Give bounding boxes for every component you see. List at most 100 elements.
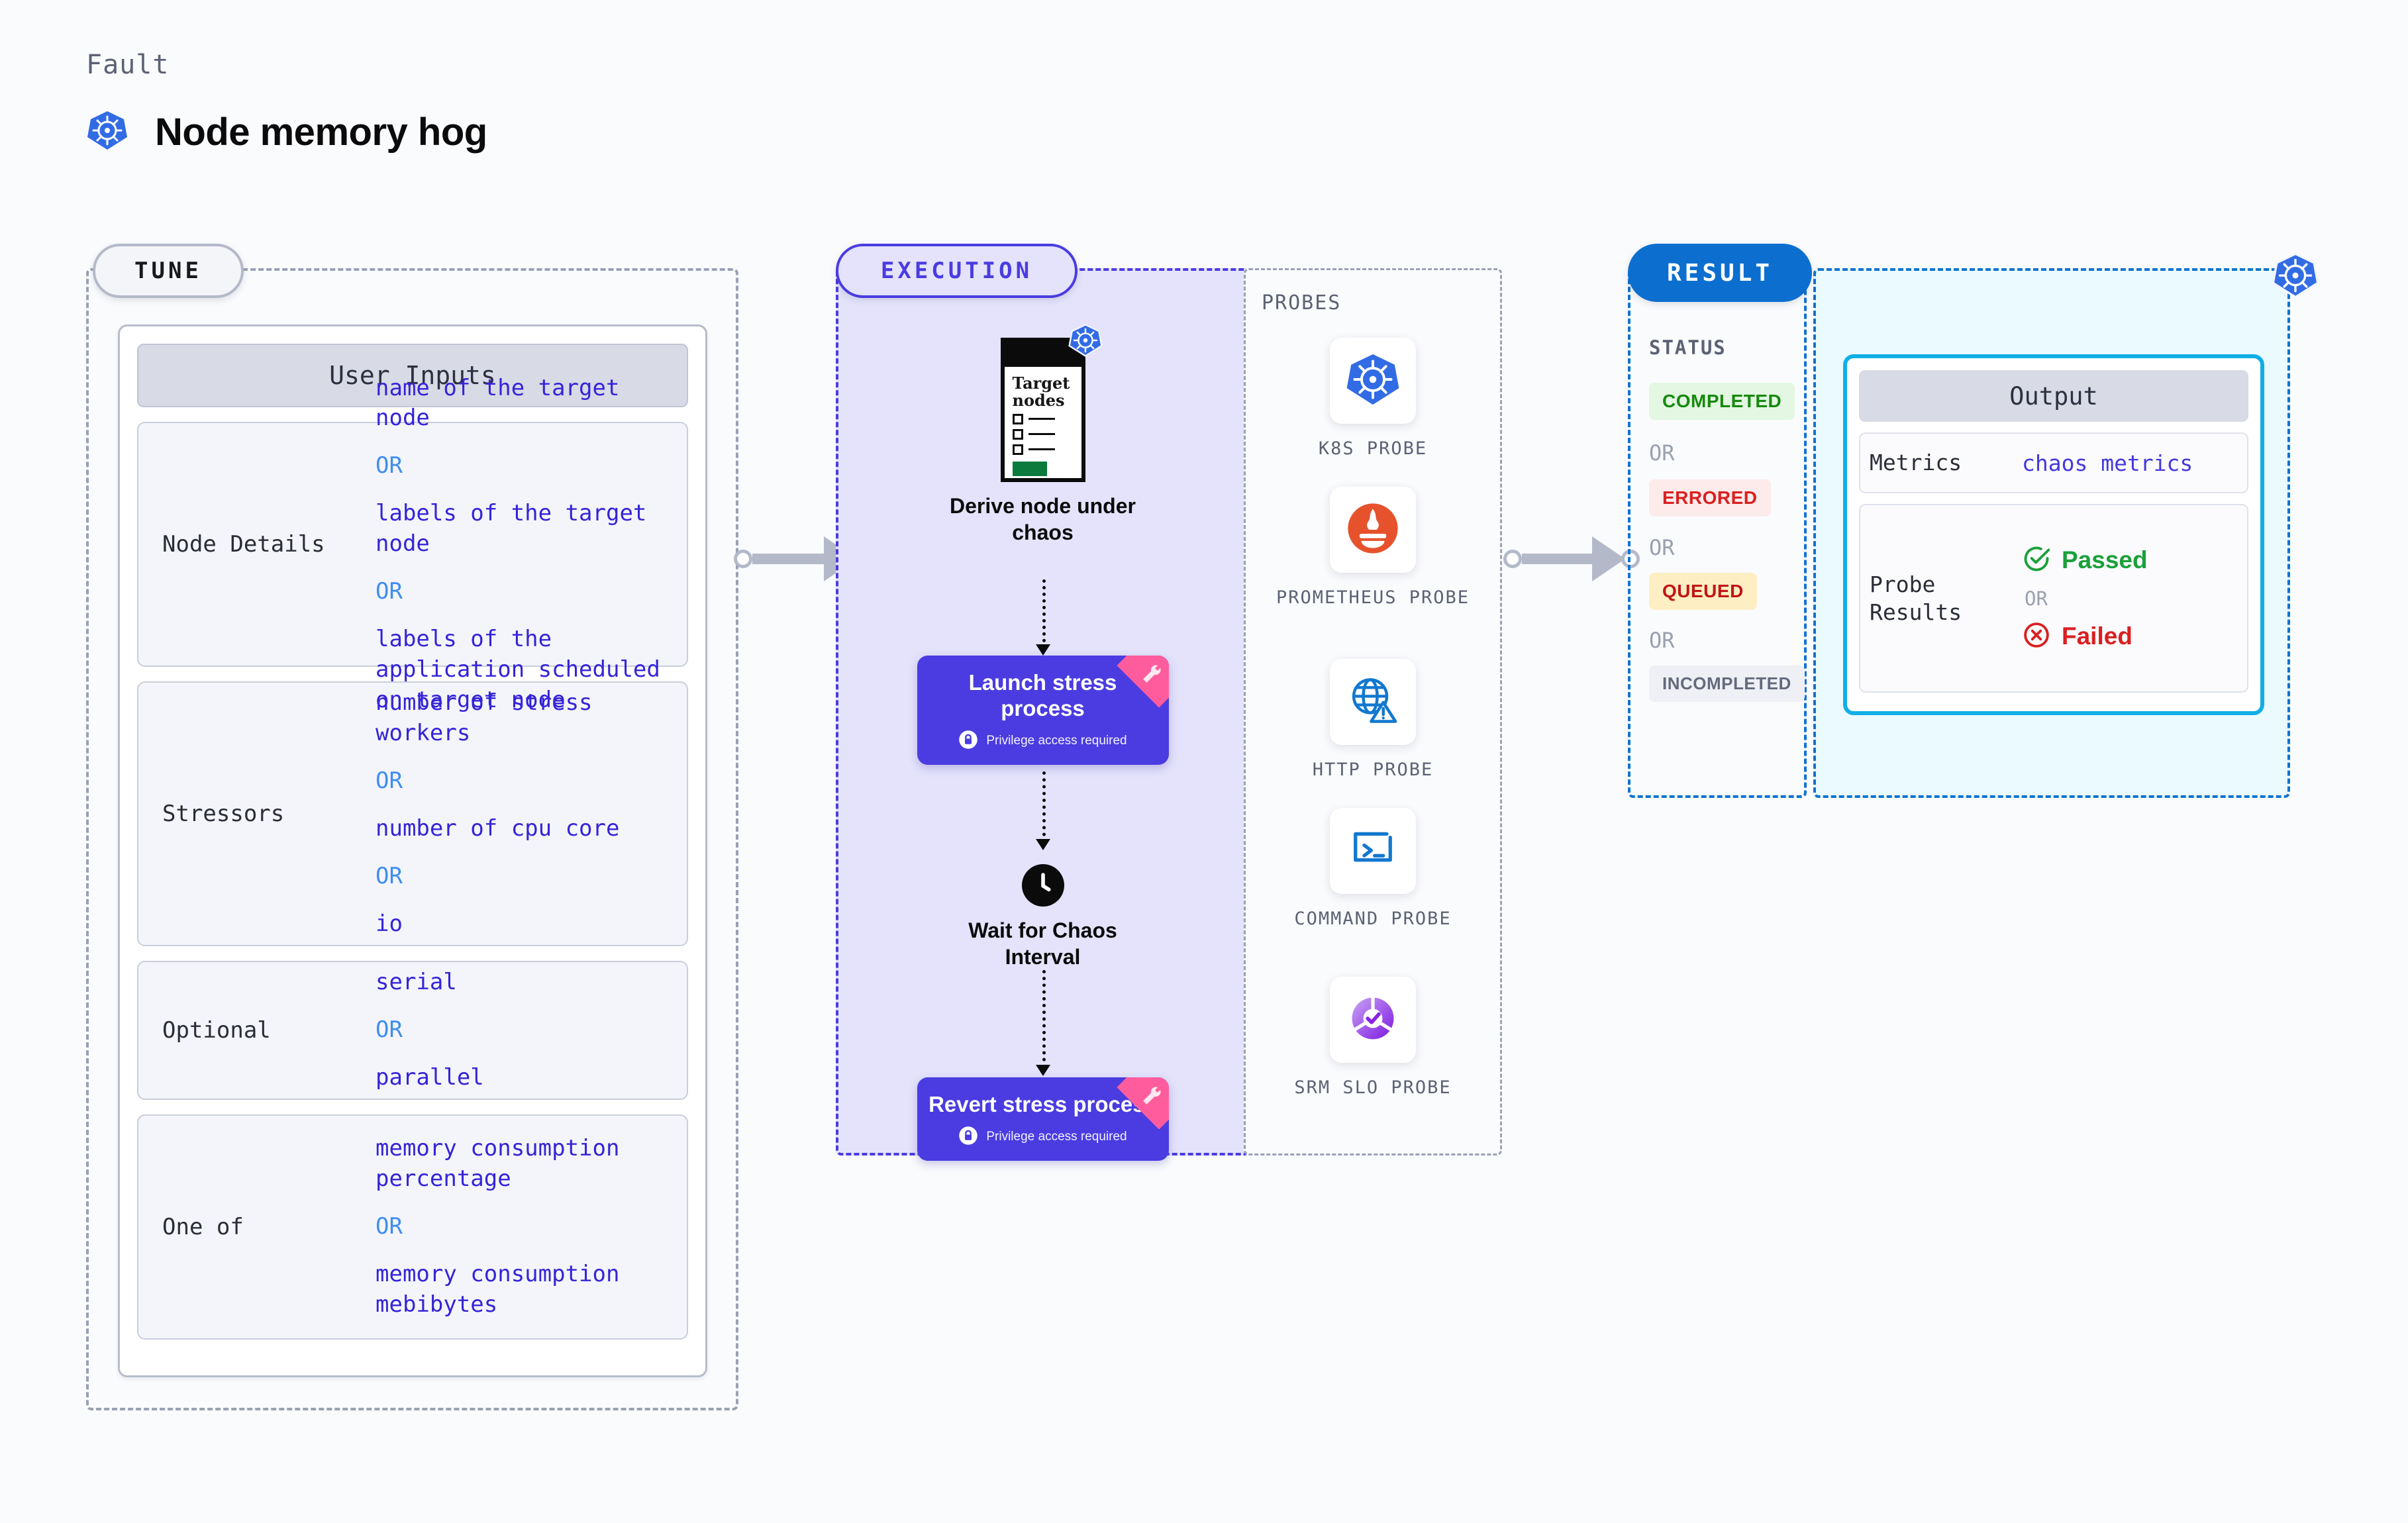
probe-prometheus[interactable]: PROMETHEUS PROBE bbox=[1264, 487, 1482, 610]
input-row-optional[interactable]: Optional serial OR parallel bbox=[137, 961, 688, 1100]
probe-label: COMMAND PROBE bbox=[1294, 909, 1452, 929]
fault-label: Fault bbox=[86, 50, 170, 80]
connector-bar bbox=[1522, 554, 1592, 564]
terminal-prompt-icon bbox=[1345, 822, 1401, 881]
probe-tile bbox=[1330, 659, 1416, 745]
connector-execution-result bbox=[1503, 536, 1640, 581]
probe-tile bbox=[1330, 808, 1416, 894]
fault-title-row: Node memory hog bbox=[86, 109, 487, 155]
close-circle-icon bbox=[2022, 620, 2051, 653]
flow-step-caption: Derive node under chaos bbox=[950, 494, 1136, 544]
row-values: serial OR parallel bbox=[376, 967, 484, 1093]
flow-connector-line bbox=[1042, 970, 1046, 1068]
flow-step-derive-node[interactable]: Target nodes bbox=[836, 324, 1250, 546]
flow-step-revert-stress[interactable]: Revert stress process Privilege access r… bbox=[836, 1077, 1250, 1161]
row-label: One of bbox=[162, 1214, 244, 1240]
user-inputs-card: User Inputs Node Details name of the tar… bbox=[118, 324, 707, 1377]
row-values: number of stress workers OR number of cp… bbox=[376, 688, 675, 939]
action-card[interactable]: Revert stress process Privilege access r… bbox=[917, 1077, 1169, 1161]
probe-result-values: Passed OR Failed bbox=[2022, 544, 2148, 653]
or-separator: OR bbox=[376, 1213, 403, 1240]
connector-dot bbox=[1503, 550, 1522, 568]
flow-connector-line bbox=[1042, 579, 1046, 649]
terminal-heading: Target nodes bbox=[1012, 373, 1070, 410]
check-circle-icon bbox=[2022, 544, 2051, 577]
or-separator: OR bbox=[376, 862, 403, 889]
or-separator: OR bbox=[376, 1016, 403, 1044]
connector-dot bbox=[1621, 550, 1640, 568]
status-badge-completed: COMPLETED bbox=[1649, 383, 1795, 420]
output-value: chaos metrics bbox=[2022, 450, 2193, 476]
slo-donut-check-icon bbox=[1345, 991, 1401, 1050]
probe-result-passed: Passed bbox=[2022, 544, 2148, 577]
value-item: name of the target node bbox=[376, 374, 620, 432]
action-card[interactable]: Launch stress process Privilege access r… bbox=[917, 656, 1169, 765]
row-label: Optional bbox=[162, 1017, 271, 1044]
flow-connector-arrow bbox=[1036, 644, 1050, 656]
wrench-icon bbox=[1142, 1087, 1160, 1105]
status-badge-queued: QUEUED bbox=[1649, 573, 1757, 610]
flow-connector-arrow bbox=[1036, 839, 1050, 850]
probe-label: K8S PROBE bbox=[1318, 438, 1428, 459]
probe-command[interactable]: COMMAND PROBE bbox=[1264, 808, 1482, 931]
tune-section bbox=[86, 268, 738, 1410]
prometheus-icon bbox=[1344, 500, 1401, 560]
connector-bar bbox=[752, 554, 824, 564]
privilege-row: Privilege access required bbox=[928, 730, 1158, 753]
output-title: Output bbox=[1859, 370, 2248, 422]
probe-srm-slo[interactable]: SRM SLO PROBE bbox=[1264, 977, 1482, 1100]
clock-icon bbox=[1021, 864, 1064, 907]
kubernetes-icon bbox=[2272, 252, 2319, 303]
input-row-one-of[interactable]: One of memory consumption percentage OR … bbox=[137, 1114, 688, 1340]
row-label: Node Details bbox=[162, 531, 325, 558]
probe-k8s[interactable]: K8S PROBE bbox=[1264, 338, 1482, 461]
row-label: Stressors bbox=[162, 801, 285, 827]
or-separator: OR bbox=[2025, 587, 2048, 610]
terminal-checkbox-row bbox=[1012, 428, 1074, 440]
or-separator: OR bbox=[1649, 628, 1675, 653]
or-separator: OR bbox=[376, 767, 403, 795]
probe-label: SRM SLO PROBE bbox=[1294, 1077, 1452, 1098]
connector-dot bbox=[734, 550, 752, 568]
value-item: number of cpu core bbox=[376, 815, 620, 842]
value-item: serial bbox=[376, 969, 457, 996]
probe-label: HTTP PROBE bbox=[1312, 760, 1434, 780]
output-label: Probe Results bbox=[1870, 571, 1962, 625]
status-badge-errored: ERRORED bbox=[1649, 479, 1771, 516]
execution-pill[interactable]: EXECUTION bbox=[836, 244, 1078, 298]
lock-icon bbox=[958, 1126, 978, 1149]
value-item: parallel bbox=[376, 1063, 484, 1091]
output-card: Output Metrics chaos metrics Probe Resul… bbox=[1843, 354, 2264, 715]
probe-http[interactable]: HTTP PROBE bbox=[1264, 659, 1482, 782]
terminal-checkbox-row bbox=[1012, 444, 1074, 455]
row-values: name of the target node OR labels of the… bbox=[376, 373, 675, 716]
kubernetes-icon bbox=[86, 109, 128, 155]
value-item: number of stress workers bbox=[376, 689, 593, 747]
value-item: io bbox=[376, 910, 403, 937]
value-item: memory consumption percentage bbox=[376, 1135, 620, 1193]
output-row-metrics[interactable]: Metrics chaos metrics bbox=[1859, 432, 2248, 493]
input-row-node-details[interactable]: Node Details name of the target node OR … bbox=[137, 375, 688, 713]
failed-label: Failed bbox=[2062, 622, 2132, 650]
output-row-probe-results[interactable]: Probe Results Passed OR bbox=[1859, 504, 2248, 693]
value-item: labels of the target node bbox=[376, 500, 647, 558]
value-item: labels of the application scheduled on t… bbox=[376, 625, 660, 713]
flow-step-wait-interval[interactable]: Wait for Chaos Interval bbox=[836, 864, 1250, 970]
probe-tile bbox=[1330, 338, 1416, 424]
passed-label: Passed bbox=[2062, 546, 2148, 573]
tune-pill[interactable]: TUNE bbox=[93, 244, 244, 298]
output-label: Metrics bbox=[1870, 450, 1962, 476]
status-label: STATUS bbox=[1649, 336, 1727, 359]
probe-tile bbox=[1330, 977, 1416, 1063]
input-row-stressors[interactable]: Stressors number of stress workers OR nu… bbox=[137, 681, 688, 946]
terminal-checkbox-row bbox=[1012, 413, 1074, 424]
flow-step-launch-stress[interactable]: Launch stress process Privilege access r… bbox=[836, 656, 1250, 765]
privilege-note: Privilege access required bbox=[986, 1130, 1127, 1144]
flow-step-caption: Wait for Chaos Interval bbox=[968, 918, 1117, 969]
flow-connector-line bbox=[1042, 771, 1046, 843]
user-inputs-title: User Inputs bbox=[137, 344, 688, 407]
probe-label: PROMETHEUS PROBE bbox=[1276, 587, 1470, 608]
or-separator: OR bbox=[1649, 535, 1675, 560]
page-title: Node memory hog bbox=[155, 111, 487, 154]
result-pill[interactable]: RESULT bbox=[1628, 244, 1812, 302]
